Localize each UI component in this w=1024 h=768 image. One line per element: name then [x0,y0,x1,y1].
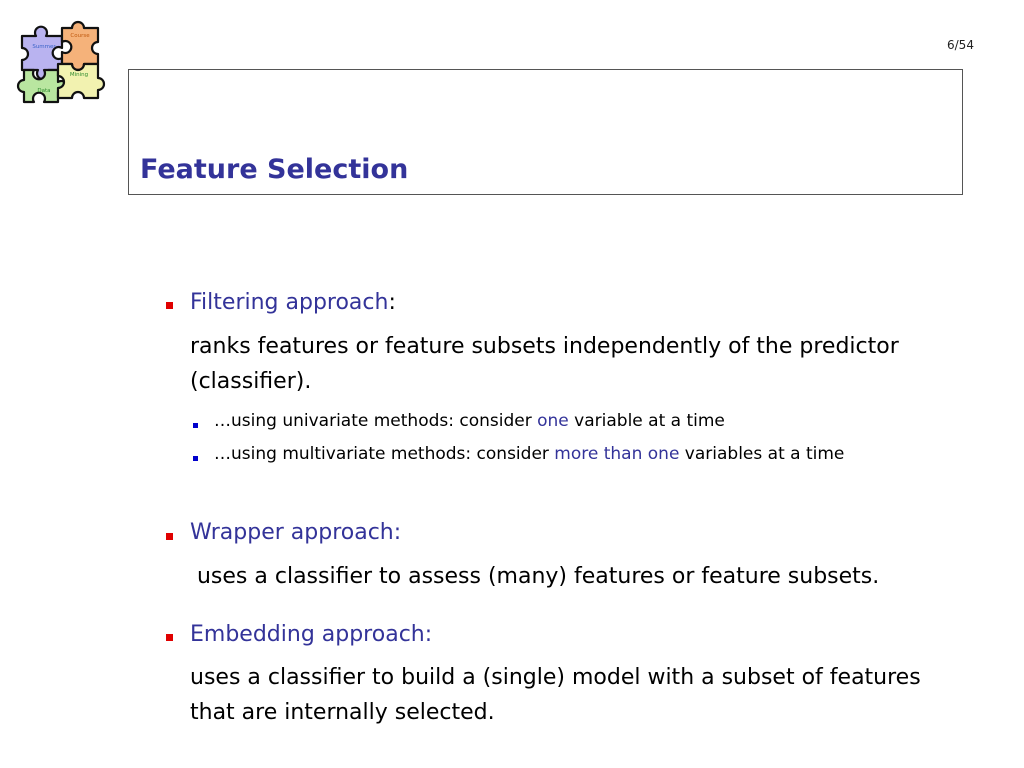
filtering-description: ranks features or feature subsets indepe… [190,329,970,399]
embedding-desc-line1: uses a classifier to build a (single) mo… [190,665,921,690]
univariate-pre: …using univariate methods: consider [214,411,538,431]
puzzle-logo: Summer Course Mining Data [16,20,106,104]
filtering-desc-line1: ranks features or feature subsets indepe… [190,334,899,359]
univariate-highlight: one [537,411,569,431]
sub-bullet-marker [193,456,198,461]
multivariate-post: variables at a time [679,444,845,464]
slide-title: Feature Selection [140,154,409,185]
multivariate-highlight: more than one [554,444,680,464]
filtering-desc-line2: (classifier). [190,369,312,394]
univariate-post: variable at a time [568,411,725,431]
filtering-heading: Filtering approach: [190,290,396,315]
bullet-marker [166,302,173,309]
logo-label-course: Course [70,33,90,39]
univariate-item: …using univariate methods: consider one … [214,411,725,431]
multivariate-pre: …using multivariate methods: consider [214,444,555,464]
puzzle-piece-course [60,20,100,72]
logo-label-mining: Mining [70,72,88,78]
slide-page-number: 6/54 [947,38,974,52]
logo-label-summer: Summer [32,44,56,50]
bullet-marker [166,634,173,641]
sub-bullet-marker [193,423,198,428]
multivariate-item: …using multivariate methods: consider mo… [214,444,844,464]
embedding-description: uses a classifier to build a (single) mo… [190,660,970,730]
filtering-heading-colon: : [388,290,396,315]
logo-label-data: Data [37,88,50,94]
embedding-heading: Embedding approach: [190,622,433,647]
wrapper-description: uses a classifier to assess (many) featu… [190,564,880,589]
bullet-marker [166,533,173,540]
title-frame: Feature Selection [128,69,963,195]
puzzle-piece-mining [56,62,106,100]
embedding-desc-line2: that are internally selected. [190,700,495,725]
filtering-heading-text: Filtering approach [190,290,389,315]
wrapper-heading: Wrapper approach: [190,520,402,545]
